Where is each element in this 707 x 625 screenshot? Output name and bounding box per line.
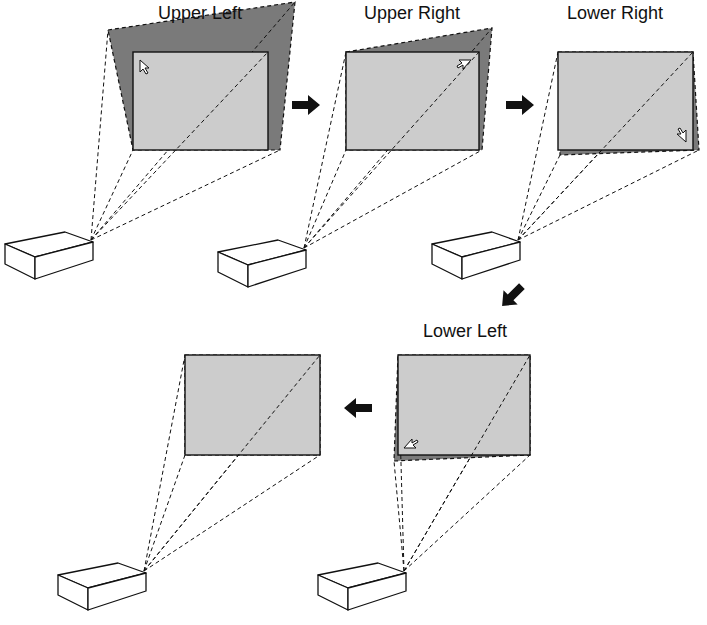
beam-line <box>304 28 492 248</box>
projector <box>218 240 306 287</box>
beam-line <box>518 52 693 240</box>
projector <box>318 563 406 610</box>
projected-area <box>394 355 530 461</box>
cursor-icon <box>677 128 686 142</box>
beam-line <box>304 150 482 248</box>
projected-area <box>558 52 699 155</box>
beam-line <box>304 52 346 248</box>
cursor-icon <box>140 60 149 74</box>
step-label: Upper Left <box>158 4 242 24</box>
projected-area <box>108 2 295 150</box>
beam-line <box>304 150 346 248</box>
beam-line <box>518 150 699 240</box>
beam-diagonal <box>518 52 693 240</box>
beam-line <box>394 461 404 571</box>
screen <box>133 52 268 150</box>
beam-line <box>91 150 280 240</box>
step-arrow <box>292 95 320 115</box>
step-arrow <box>344 398 372 418</box>
projection-panel <box>5 2 295 279</box>
projector <box>5 232 93 279</box>
screen <box>346 52 479 150</box>
beam-line <box>144 355 320 571</box>
beam-line <box>91 30 108 240</box>
step-label: Lower Left <box>423 322 507 342</box>
projected-area <box>185 355 320 455</box>
projector <box>58 563 146 610</box>
beam-line <box>144 455 185 571</box>
beam-line <box>404 455 530 571</box>
projected-area <box>346 28 492 150</box>
beam-diagonal <box>91 52 268 240</box>
screen <box>398 355 530 455</box>
projection-panel <box>58 355 320 610</box>
step-arrow <box>506 95 534 115</box>
projection-panel <box>432 52 699 279</box>
step-label: Upper Right <box>364 4 460 24</box>
beam-diagonal <box>144 355 320 571</box>
step-arrow <box>495 279 529 313</box>
beam-line <box>518 52 558 240</box>
screen <box>558 52 693 150</box>
beam-line <box>144 355 185 571</box>
projector <box>432 232 520 279</box>
beam-line <box>518 155 560 240</box>
beam-diagonal <box>304 52 479 248</box>
beam-diagonal <box>404 355 530 571</box>
cursor-icon <box>404 439 418 448</box>
projection-panel <box>318 355 530 610</box>
cursor-icon <box>457 60 471 69</box>
screen <box>185 355 320 455</box>
beam-line <box>91 150 133 240</box>
beam-line <box>91 2 295 240</box>
beam-line <box>144 455 320 571</box>
step-label: Lower Right <box>567 4 663 24</box>
